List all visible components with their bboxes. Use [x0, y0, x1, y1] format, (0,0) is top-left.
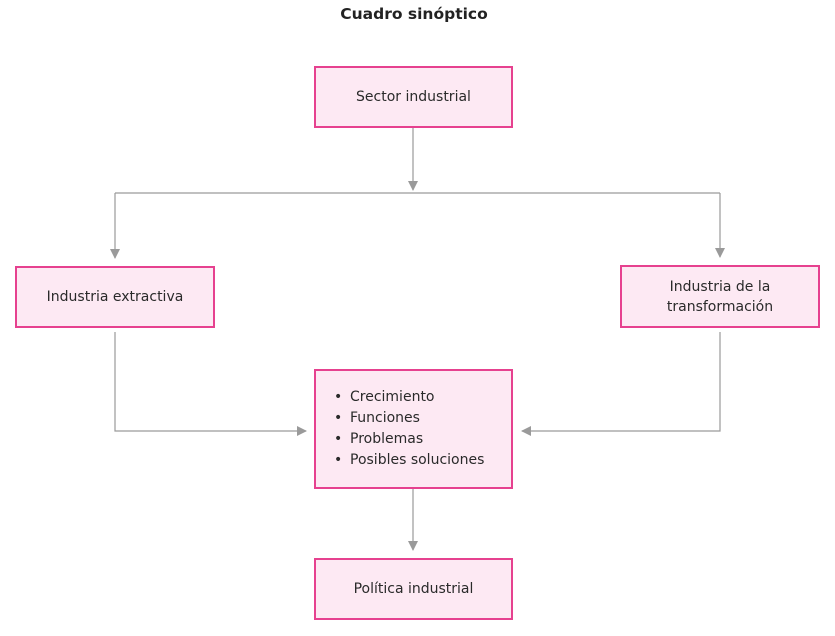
node-sector-industrial: Sector industrial: [314, 66, 513, 128]
aspectos-item: Funciones: [334, 408, 511, 429]
connector-extractiva-to-aspectos: [114, 332, 307, 436]
node-sector-industrial-label: Sector industrial: [356, 89, 471, 105]
node-industria-transformacion-label: Industria de la transformación: [622, 277, 818, 317]
node-industria-extractiva-label: Industria extractiva: [46, 289, 184, 305]
connector-transformacion-to-aspectos: [521, 332, 721, 436]
node-industria-extractiva: Industria extractiva: [15, 266, 215, 328]
diagram-title: Cuadro sinóptico: [340, 5, 488, 23]
node-aspectos: Crecimiento Funciones Problemas Posibles…: [314, 369, 513, 489]
aspectos-item: Problemas: [334, 429, 511, 450]
aspectos-item: Crecimiento: [334, 387, 511, 408]
node-politica-industrial: Política industrial: [314, 558, 513, 620]
aspectos-list: Crecimiento Funciones Problemas Posibles…: [316, 387, 511, 471]
aspectos-item: Posibles soluciones: [334, 450, 511, 471]
node-politica-industrial-label: Política industrial: [353, 581, 474, 597]
node-industria-transformacion-line-1: Industria de la: [669, 278, 771, 295]
node-industria-transformacion-line-2: transformación: [666, 298, 774, 315]
node-industria-transformacion: Industria de la transformación: [620, 265, 820, 328]
